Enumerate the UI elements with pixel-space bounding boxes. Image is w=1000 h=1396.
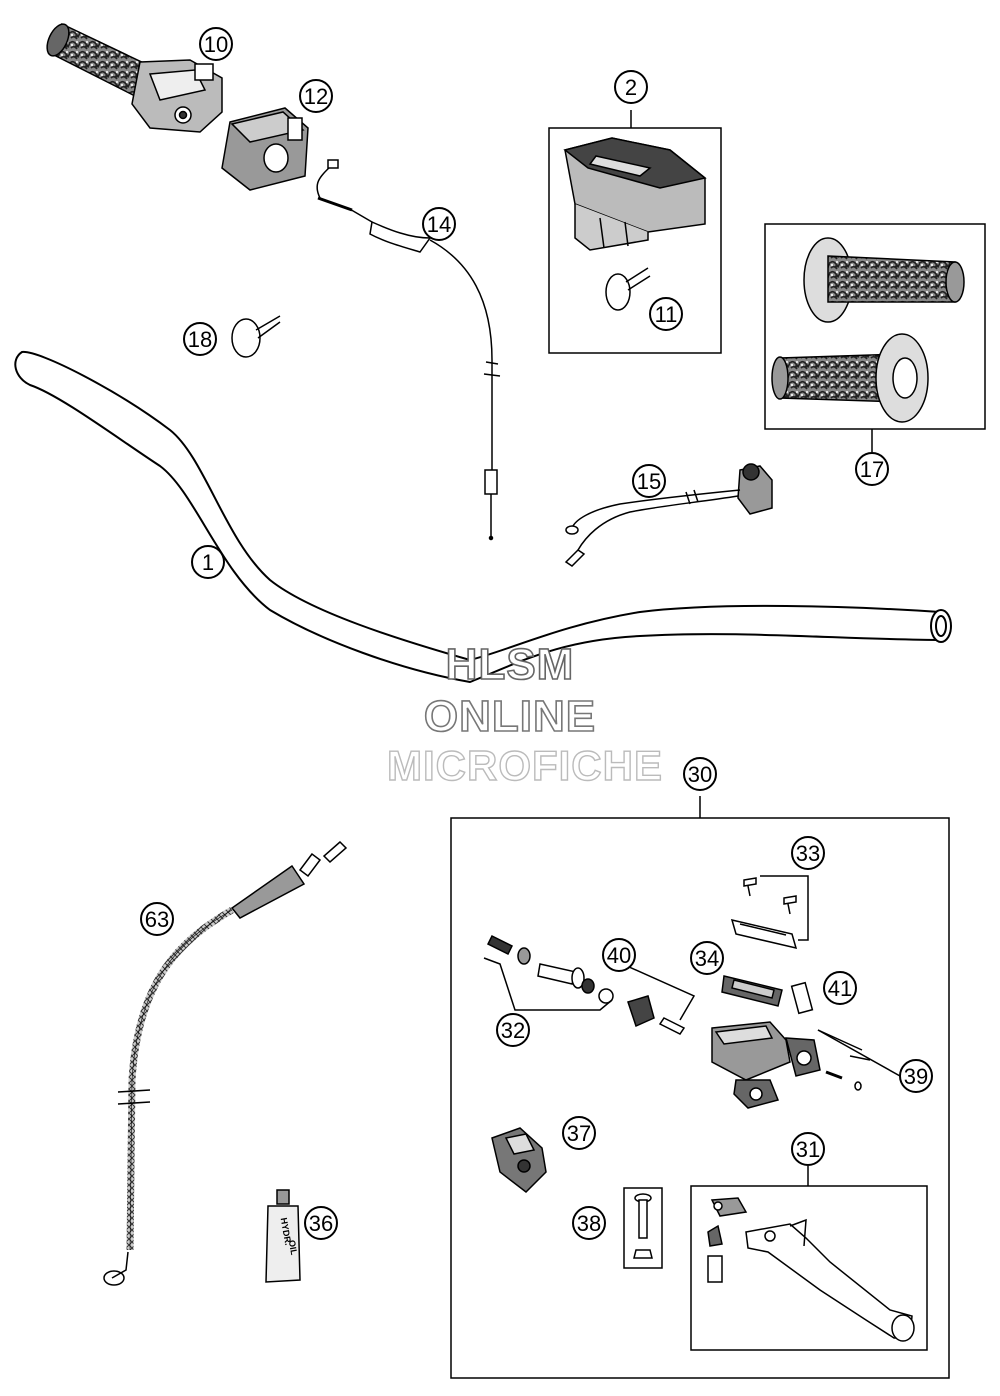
clutch-lever: [707, 1197, 915, 1342]
master-cylinder-body: [711, 1021, 901, 1109]
number-plate: [563, 137, 707, 251]
clamp-screw-set: [623, 1187, 663, 1269]
cable-tie-18: [231, 315, 281, 358]
callout-31: 31: [791, 1132, 825, 1166]
throttle-grip: [46, 22, 223, 133]
callout-11: 11: [649, 297, 683, 331]
svg-text:37: 37: [567, 1121, 591, 1146]
callout-10: 10: [199, 27, 233, 61]
callout-17: 17: [855, 452, 889, 486]
handlebar-clamp: [491, 1127, 547, 1193]
svg-text:34: 34: [695, 946, 719, 971]
hydraulic-clutch-line: [103, 840, 348, 1286]
piston-kit: [483, 934, 614, 1011]
bottle-label-line1: HYDR.: [279, 1217, 294, 1246]
svg-text:15: 15: [637, 469, 661, 494]
grips-group: [764, 223, 986, 452]
callout-1: 1: [191, 545, 225, 579]
watermark-line-2: ONLINE: [423, 691, 597, 742]
svg-text:30: 30: [688, 762, 712, 787]
svg-text:1: 1: [202, 550, 214, 575]
svg-text:40: 40: [607, 943, 631, 968]
callout-12: 12: [299, 79, 333, 113]
clutch-lever-group: [690, 1166, 928, 1351]
svg-text:14: 14: [427, 212, 451, 237]
pivot-pin: [790, 981, 814, 1015]
svg-text:41: 41: [828, 976, 852, 1001]
callout-38: 38: [572, 1206, 606, 1240]
svg-text:36: 36: [309, 1211, 333, 1236]
reservoir-diaphragm: [721, 975, 783, 1007]
master-cylinder-group: [450, 796, 950, 1379]
throttle-cable: [316, 159, 501, 541]
svg-text:63: 63: [145, 907, 169, 932]
watermark-line-1: HLSM: [445, 639, 575, 690]
svg-text:11: 11: [655, 302, 678, 327]
callout-2: 2: [614, 70, 648, 104]
grip-right: [771, 333, 929, 423]
callout-33: 33: [791, 836, 825, 870]
svg-text:12: 12: [304, 84, 328, 109]
callout-32: 32: [496, 1013, 530, 1047]
cable-tie-11: [605, 267, 651, 311]
callout-30: 30: [683, 757, 717, 791]
callout-34: 34: [690, 941, 724, 975]
svg-text:32: 32: [501, 1018, 525, 1043]
svg-text:39: 39: [904, 1064, 928, 1089]
hydraulic-oil-bottle: HYDR. OIL: [265, 1189, 301, 1283]
number-plate-group: [548, 110, 722, 354]
svg-text:31: 31: [796, 1137, 820, 1162]
callout-40: 40: [602, 938, 636, 972]
grip-left: [803, 237, 965, 323]
svg-text:10: 10: [204, 32, 228, 57]
callout-36: 36: [304, 1206, 338, 1240]
watermark-line-3: MICROFICHE: [386, 741, 663, 789]
callout-14: 14: [422, 207, 456, 241]
callout-41: 41: [823, 971, 857, 1005]
svg-text:33: 33: [796, 841, 820, 866]
svg-text:17: 17: [860, 457, 884, 482]
callout-18: 18: [183, 322, 217, 356]
reservoir-cover: [730, 875, 809, 950]
callout-63: 63: [140, 902, 174, 936]
handlebar: [14, 350, 952, 684]
callout-37: 37: [562, 1116, 596, 1150]
throttle-housing: [221, 107, 309, 191]
callout-15: 15: [632, 464, 666, 498]
bottle-label-line2: OIL: [287, 1239, 300, 1256]
kill-switch: [564, 463, 773, 567]
svg-text:2: 2: [625, 75, 637, 100]
svg-text:18: 18: [188, 327, 212, 352]
dust-boot: [617, 961, 696, 1035]
callout-39: 39: [899, 1059, 933, 1093]
svg-text:38: 38: [577, 1211, 601, 1236]
